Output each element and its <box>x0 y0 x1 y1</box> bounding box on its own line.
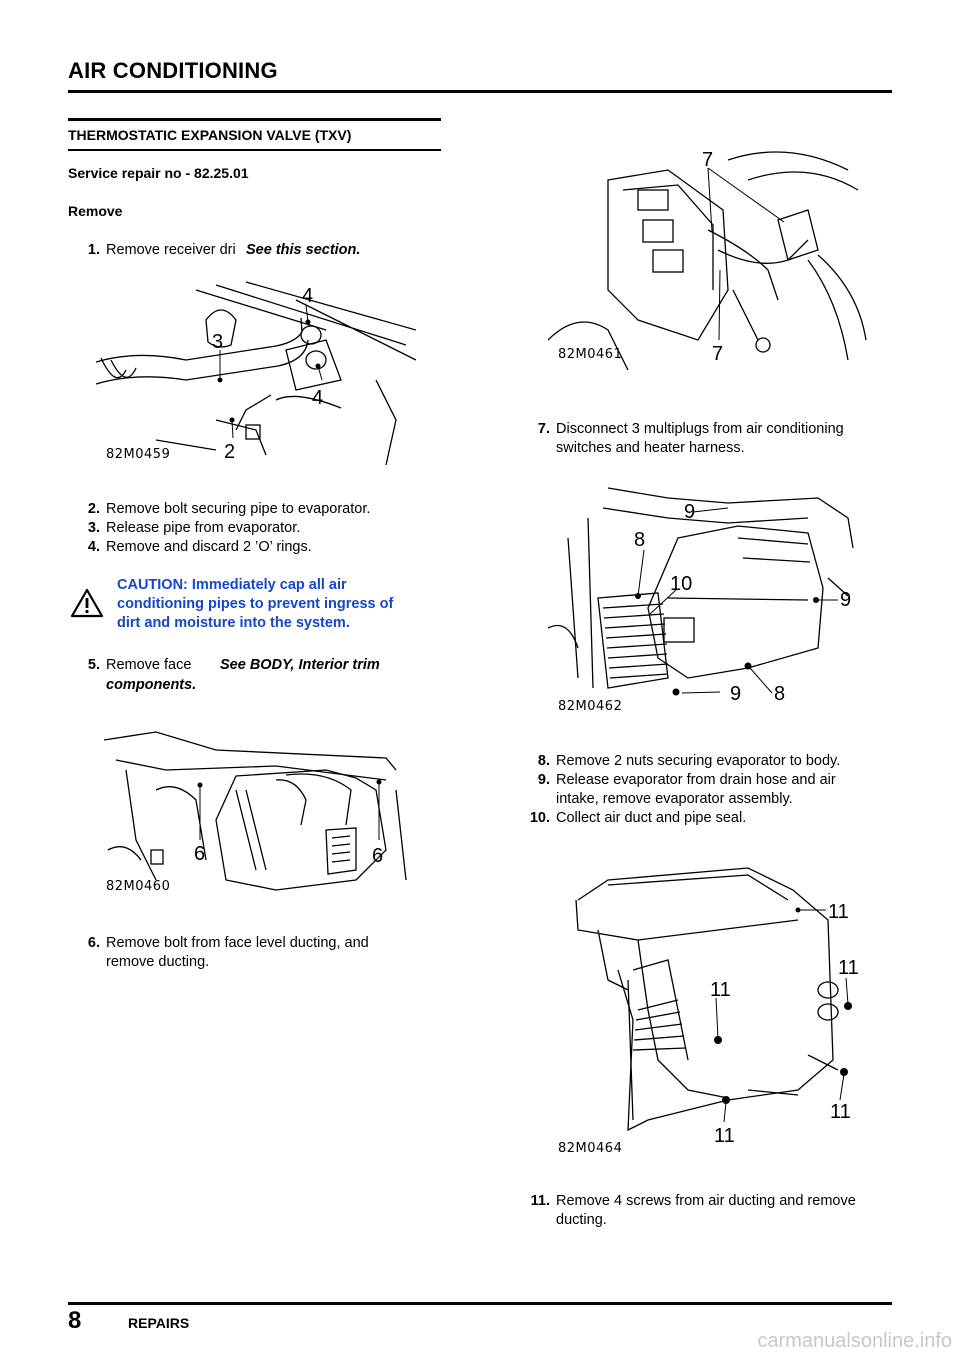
step-2: 2. Remove bolt securing pipe to evaporat… <box>68 500 438 520</box>
step-1: 1. Remove receiver dri See this section. <box>68 241 438 261</box>
figure-label: 82M0459 <box>106 447 170 462</box>
step-text: Collect air duct and pipe seal. <box>556 810 747 826</box>
step-3: 3. Release pipe from evaporator. <box>68 519 438 539</box>
caution-text: CAUTION: Immediately cap all air conditi… <box>117 576 393 633</box>
step-text-cont: remove ducting. <box>106 954 210 970</box>
figure-82M0461-drawing: 7 7 82M0461 <box>548 149 867 370</box>
step-number: 11. <box>530 1193 550 1209</box>
step-text-cont: intake, remove evaporator assembly. <box>556 791 793 807</box>
step-reference[interactable]: See BODY, Interior trim <box>220 656 380 674</box>
figure-label: 82M0461 <box>558 347 622 362</box>
service-repair-number: Service repair no - 82.25.01 <box>68 165 249 181</box>
figure-82M0464: 11 11 11 11 11 82M0464 <box>548 860 868 1160</box>
step-text: Remove face <box>106 657 192 673</box>
figure-label: 82M0464 <box>558 1141 622 1156</box>
step-text: Remove receiver dri <box>106 242 236 258</box>
caution-line: conditioning pipes to prevent ingress of <box>117 596 394 612</box>
step-4: 4. Remove and discard 2 ’O’ rings. <box>68 538 438 558</box>
step-reference[interactable]: See this section. <box>246 242 361 258</box>
section-rule-bottom <box>68 149 441 151</box>
step-number: 9. <box>537 772 550 788</box>
page-number: 8 <box>68 1307 82 1334</box>
figure-label: 82M0460 <box>106 879 170 894</box>
callout-7-bottom: 7 <box>712 343 723 365</box>
step-text: Remove bolt from face level ducting, and <box>106 935 369 951</box>
caution-line: CAUTION: Immediately cap all air <box>117 577 347 593</box>
step-text-cont: ducting. <box>556 1212 607 1228</box>
step-text: Remove bolt securing pipe to evaporator. <box>106 501 371 517</box>
callout-8-bottom: 8 <box>774 683 785 705</box>
callout-4-bottom: 4 <box>312 387 323 409</box>
footer-rule <box>68 1302 892 1305</box>
callout-4-top: 4 <box>302 285 313 307</box>
step-number: 1. <box>87 242 100 258</box>
callout-11-mid: 11 <box>710 979 731 1001</box>
step-number: 6. <box>87 935 100 951</box>
section-rule-top <box>68 118 441 121</box>
step-number: 5. <box>87 657 100 673</box>
step-number: 3. <box>87 520 100 536</box>
caution-icon <box>70 588 104 623</box>
callout-2: 2 <box>224 441 235 463</box>
step-text: Remove 2 nuts securing evaporator to bod… <box>556 753 841 769</box>
figure-82M0460-drawing: 6 6 82M0460 <box>103 731 407 894</box>
step-number: 10. <box>529 810 550 826</box>
step-6: 6. Remove bolt from face level ducting, … <box>68 934 438 974</box>
step-10: 10. Collect air duct and pipe seal. <box>518 809 898 829</box>
callout-9-right: 9 <box>840 589 851 611</box>
step-text: Release pipe from evaporator. <box>106 520 301 536</box>
callout-11-top: 11 <box>828 901 849 923</box>
step-number: 4. <box>87 539 100 555</box>
callout-6-right: 6 <box>372 845 383 867</box>
footer-section-label: REPAIRS <box>128 1315 190 1331</box>
step-7: 7. Disconnect 3 multiplugs from air cond… <box>518 420 898 460</box>
remove-heading: Remove <box>68 203 123 219</box>
callout-8-top: 8 <box>634 529 645 551</box>
figure-82M0462-drawing: 9 8 10 9 9 8 82M0462 <box>548 487 854 714</box>
callout-11-bottom-right: 11 <box>830 1101 851 1123</box>
step-text: Release evaporator from drain hose and a… <box>556 772 836 788</box>
step-number: 8. <box>537 753 550 769</box>
figure-82M0462: 9 8 10 9 9 8 82M0462 <box>548 478 868 718</box>
step-5: 5. Remove face See BODY, Interior trim c… <box>68 656 438 696</box>
step-reference-cont[interactable]: components. <box>106 677 197 693</box>
caution-line: dirt and moisture into the system. <box>117 615 350 631</box>
step-number: 7. <box>537 421 550 437</box>
page-header-title: AIR CONDITIONING <box>68 58 278 83</box>
figure-82M0459-drawing: 4 3 4 2 82M0459 <box>96 281 416 466</box>
figure-label: 82M0462 <box>558 699 622 714</box>
step-text: Remove and discard 2 ’O’ rings. <box>106 539 312 555</box>
figure-82M0461: 7 7 82M0461 <box>548 140 868 370</box>
figure-82M0464-drawing: 11 11 11 11 11 82M0464 <box>558 867 859 1156</box>
callout-9-top: 9 <box>684 501 695 523</box>
callout-3: 3 <box>212 331 223 353</box>
callout-11-bottom: 11 <box>714 1125 735 1147</box>
callout-11-right: 11 <box>838 957 859 979</box>
header-rule <box>68 90 892 93</box>
callout-9-bottom: 9 <box>730 683 741 705</box>
step-8: 8. Remove 2 nuts securing evaporator to … <box>518 752 898 772</box>
watermark: carmanualsonline.info <box>757 1330 952 1352</box>
section-title: THERMOSTATIC EXPANSION VALVE (TXV) <box>68 127 352 143</box>
callout-10: 10 <box>670 573 692 595</box>
figure-82M0459: 4 3 4 2 82M0459 <box>96 280 416 470</box>
step-text: Disconnect 3 multiplugs from air conditi… <box>556 421 844 437</box>
step-11: 11. Remove 4 screws from air ducting and… <box>518 1192 898 1232</box>
callout-7-top: 7 <box>702 149 713 171</box>
callout-6-left: 6 <box>194 843 205 865</box>
step-9: 9. Release evaporator from drain hose an… <box>518 771 898 811</box>
step-text-cont: switches and heater harness. <box>556 440 745 456</box>
step-number: 2. <box>87 501 100 517</box>
figure-82M0460: 6 6 82M0460 <box>96 730 416 900</box>
step-text: Remove 4 screws from air ducting and rem… <box>556 1193 856 1209</box>
